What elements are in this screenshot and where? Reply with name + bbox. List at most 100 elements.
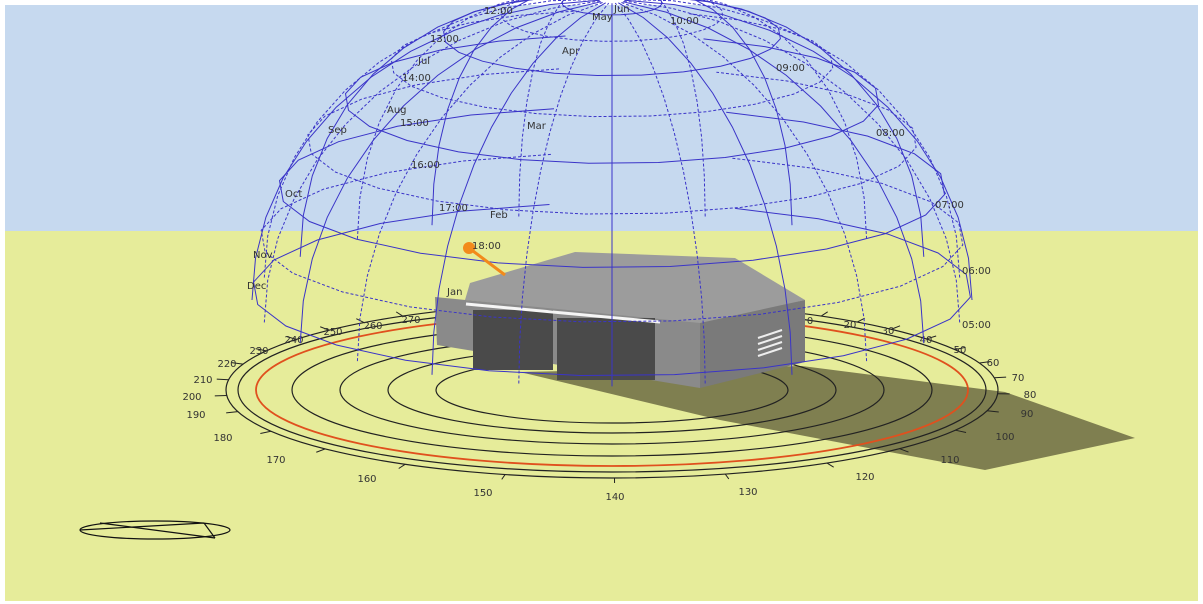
compass-widget-icon[interactable] — [79, 520, 231, 540]
azimuth-tick — [891, 325, 901, 330]
hour-label: 17:00 — [439, 203, 468, 214]
hour-path-arc — [658, 0, 706, 217]
month-label: Mar — [527, 121, 547, 132]
month-path-arc — [253, 204, 971, 377]
azimuth-label: 120 — [855, 472, 874, 483]
azimuth-label: 270 — [401, 315, 420, 326]
azimuth-label: 90 — [1021, 409, 1034, 420]
sky-background — [5, 5, 1198, 231]
building-shadow — [520, 366, 1135, 470]
month-label: May — [592, 12, 613, 23]
building-clerestory — [465, 302, 661, 324]
month-label: Jul — [417, 56, 430, 67]
hour-path-arc — [299, 1, 602, 344]
azimuth-tick — [994, 376, 1007, 379]
hour-path-arc — [622, 1, 925, 344]
hour-label: 12:00 — [484, 6, 513, 17]
azimuth-label: 230 — [249, 346, 268, 357]
azimuth-tick — [216, 378, 229, 381]
azimuth-label: 130 — [738, 487, 757, 498]
azimuth-label: 140 — [605, 492, 624, 503]
hour-path-arc — [694, 0, 793, 226]
azimuth-label: 100 — [995, 432, 1014, 443]
month-label: Apr — [562, 46, 580, 57]
hour-path-arc — [614, 2, 706, 384]
hour-label: 10:00 — [670, 16, 699, 27]
azimuth-label: 200 — [182, 392, 201, 403]
azimuth-label: 170 — [266, 455, 285, 466]
azimuth-tick — [320, 326, 330, 331]
month-path-arc — [561, 0, 663, 16]
azimuth-tick — [316, 448, 326, 453]
azimuth-label: 70 — [1012, 373, 1025, 384]
month-label: Sep — [328, 125, 347, 136]
month-label: Jun — [613, 4, 630, 15]
hour-path-arc — [431, 0, 530, 226]
sun-position-marker-icon[interactable] — [463, 242, 475, 254]
azimuth-label: 250 — [323, 327, 342, 338]
hour-path-arc — [263, 0, 600, 323]
hour-path-arc — [618, 2, 793, 375]
hour-label: 06:00 — [962, 266, 991, 277]
azimuth-label: 210 — [193, 375, 212, 386]
azimuth-label: 30 — [882, 326, 895, 337]
hour-path-arc — [518, 2, 610, 384]
azimuth-tick — [926, 335, 937, 340]
azimuth-label: 50 — [954, 345, 967, 356]
azimuth-label: 0 — [807, 316, 813, 327]
month-label: Nov — [253, 250, 273, 261]
azimuth-tick — [398, 463, 406, 469]
hour-path-arc — [251, 0, 600, 301]
azimuth-label: 110 — [940, 455, 959, 466]
azimuth-tick — [856, 317, 865, 323]
hour-label: 05:00 — [962, 320, 991, 331]
azimuth-tick — [231, 362, 244, 365]
azimuth-tick — [395, 311, 403, 317]
hour-label: 15:00 — [400, 118, 429, 129]
azimuth-tick — [286, 336, 297, 340]
azimuth-label: 20 — [844, 320, 857, 331]
month-label: Oct — [285, 189, 302, 200]
month-label: Feb — [490, 210, 508, 221]
azimuth-label: 150 — [473, 488, 492, 499]
month-label: Dec — [247, 281, 266, 292]
azimuth-label: 40 — [920, 335, 933, 346]
month-labels: Jun May Jul Apr Aug Mar Sep Feb Oct Nov … — [247, 4, 630, 298]
hour-label: 09:00 — [776, 63, 805, 74]
hour-label: 13:00 — [430, 34, 459, 45]
hour-label: 18:00 — [472, 241, 501, 252]
month-path-arc — [260, 153, 964, 323]
azimuth-tick — [255, 348, 267, 352]
month-path-arc — [307, 68, 917, 215]
month-label: Aug — [387, 105, 407, 116]
azimuth-tick — [724, 473, 730, 480]
azimuth-tick — [979, 360, 991, 364]
hour-path-arc — [299, 0, 534, 257]
hour-label: 14:00 — [402, 73, 431, 84]
azimuth-label: 260 — [363, 321, 382, 332]
hour-label: 07:00 — [935, 200, 964, 211]
azimuth-tick — [826, 462, 834, 468]
azimuth-label: 240 — [284, 335, 303, 346]
azimuth-tick — [260, 430, 272, 435]
azimuth-label: 80 — [1024, 390, 1037, 401]
month-label: Jan — [446, 287, 462, 298]
azimuth-label: 180 — [213, 433, 232, 444]
sun-path-dome-grid — [251, 0, 973, 387]
azimuth-label: 160 — [357, 474, 376, 485]
hour-path-arc — [690, 0, 925, 257]
azimuth-tick — [955, 429, 967, 433]
hour-labels: 12:00 13:00 14:00 15:00 16:00 17:00 18:0… — [400, 6, 991, 331]
hour-path-arc — [624, 0, 973, 301]
hour-path-arc — [263, 0, 597, 278]
building-model[interactable] — [435, 252, 805, 388]
hour-label: 08:00 — [876, 128, 905, 139]
sun-ray — [468, 246, 506, 277]
azimuth-tick — [820, 311, 828, 317]
azimuth-tick — [501, 474, 506, 480]
azimuth-label: 190 — [186, 410, 205, 421]
building-window-right — [557, 318, 655, 380]
building-roof — [465, 252, 805, 325]
